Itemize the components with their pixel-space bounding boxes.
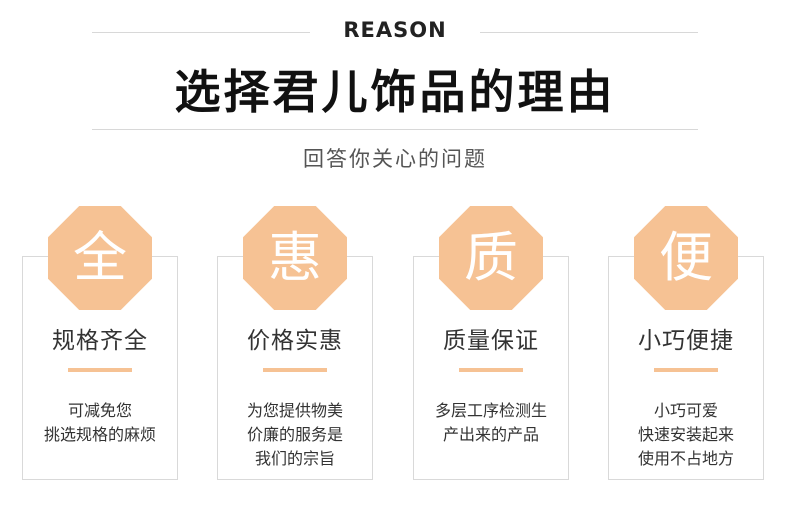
card-accent-bar	[263, 368, 327, 372]
card-description: 可减免您 挑选规格的麻烦	[23, 399, 177, 447]
reason-card-complete: 规格齐全 可减免您 挑选规格的麻烦	[22, 256, 178, 480]
card-description-line: 快速安装起来	[637, 425, 734, 444]
card-title: 质量保证	[443, 328, 539, 354]
divider-top-right	[480, 32, 698, 33]
octagon-badge-complete: 全	[48, 206, 152, 310]
badge-character: 全	[73, 226, 127, 289]
card-description: 为您提供物美 价廉的服务是 我们的宗旨	[218, 399, 372, 471]
card-description-line: 使用不占地方	[637, 449, 734, 468]
card-description-line: 价廉的服务是	[246, 425, 343, 444]
divider-top-left	[92, 32, 310, 33]
card-description-line: 为您提供物美	[246, 401, 343, 420]
badge-character: 惠	[268, 226, 322, 289]
octagon-badge-value: 惠	[243, 206, 347, 310]
badge-character: 质	[464, 226, 518, 289]
octagon-badge-convenient: 便	[634, 206, 738, 310]
octagon-badge-quality: 质	[439, 206, 543, 310]
card-description-line: 产出来的产品	[442, 425, 539, 444]
card-title: 小巧便捷	[638, 328, 734, 354]
card-description: 多层工序检测生 产出来的产品	[414, 399, 568, 447]
card-description-line: 小巧可爱	[653, 401, 718, 420]
badge-character: 便	[659, 226, 713, 289]
eyebrow-label: REASON	[343, 18, 447, 42]
divider-under-title	[92, 129, 698, 130]
card-title: 价格实惠	[247, 328, 343, 354]
card-description-line: 我们的宗旨	[254, 449, 335, 468]
card-title: 规格齐全	[52, 328, 148, 354]
card-description: 小巧可爱 快速安装起来 使用不占地方	[609, 399, 763, 471]
card-accent-bar	[459, 368, 523, 372]
card-accent-bar	[68, 368, 132, 372]
page-title: 选择君儿饰品的理由	[174, 65, 616, 119]
card-description-line: 多层工序检测生	[434, 401, 547, 420]
card-description-line: 可减免您	[67, 401, 132, 420]
card-accent-bar	[654, 368, 718, 372]
card-description-line: 挑选规格的麻烦	[43, 425, 156, 444]
page-subtitle: 回答你关心的问题	[303, 147, 487, 171]
